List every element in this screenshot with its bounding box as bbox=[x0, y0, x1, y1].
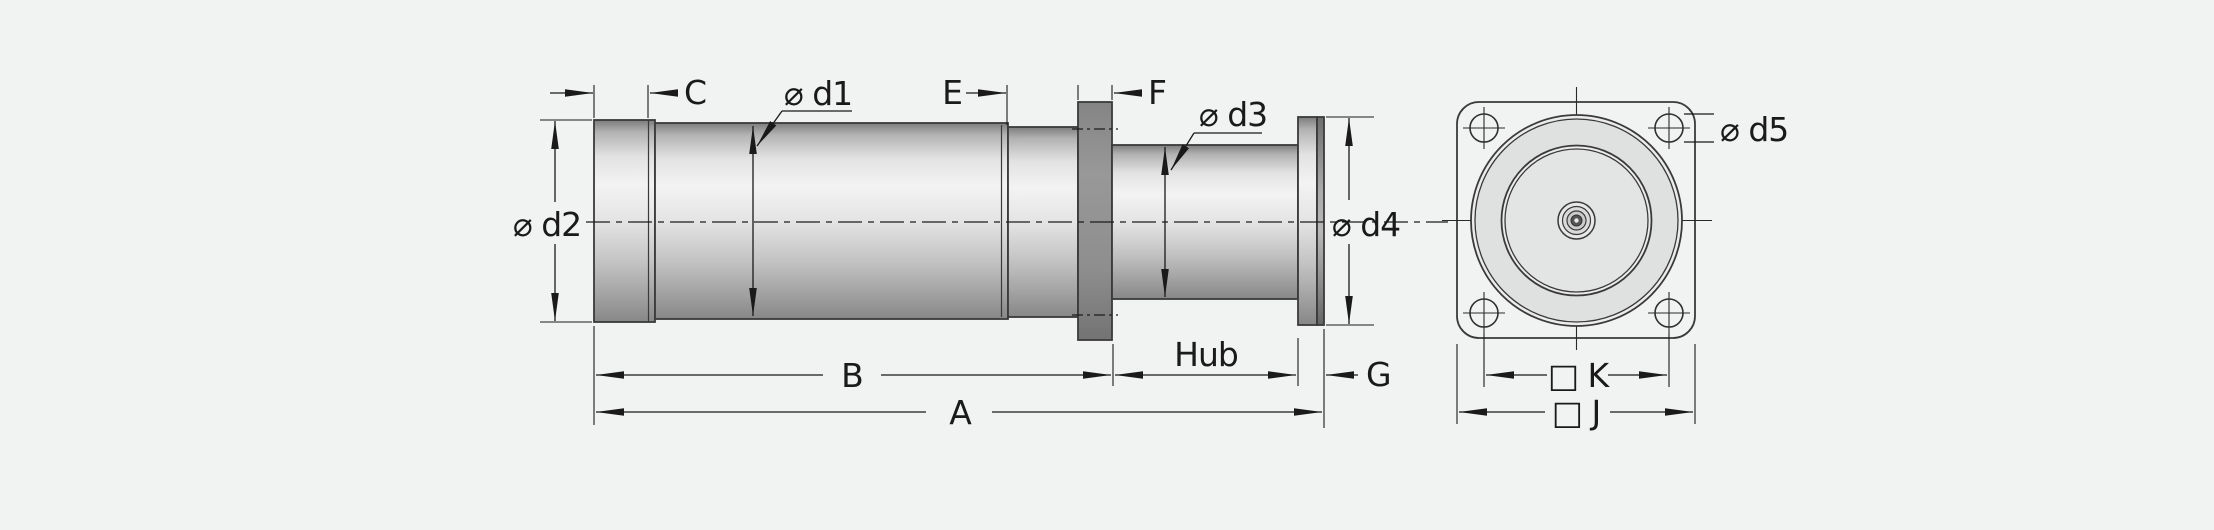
cylinder-body-tube bbox=[654, 122, 1009, 320]
mid-flange bbox=[1077, 101, 1113, 341]
dim-a-label: A bbox=[949, 393, 972, 432]
front-view: ⌀ d5 □ K □ J bbox=[1442, 87, 1789, 432]
dim-d3: ⌀ d3 bbox=[1161, 95, 1268, 297]
dim-k-label: □ K bbox=[1548, 356, 1611, 395]
dim-d2-label: ⌀ d2 bbox=[513, 205, 581, 244]
dim-d3-label: ⌀ d3 bbox=[1199, 95, 1267, 134]
end-flange-edge-strip bbox=[1316, 116, 1325, 326]
dim-d1: ⌀ d1 bbox=[749, 74, 853, 316]
side-view: C E F ⌀ d1 ⌀ d2 ⌀ d3 bbox=[513, 73, 1448, 432]
dim-e: E bbox=[942, 73, 1006, 112]
bolt-hole-top-left bbox=[1463, 107, 1505, 149]
dim-k: □ K bbox=[1483, 334, 1670, 395]
end-flange bbox=[1297, 116, 1318, 326]
dim-d5: ⌀ d5 bbox=[1684, 110, 1789, 149]
center-fitting-highlight bbox=[1574, 218, 1579, 223]
bolt-hole-bottom-right bbox=[1648, 292, 1690, 334]
dim-d5-label: ⌀ d5 bbox=[1720, 110, 1788, 149]
dim-g: G bbox=[1326, 355, 1392, 394]
cylinder-end-cap bbox=[593, 119, 656, 323]
dim-f: F bbox=[1114, 73, 1167, 112]
dim-j-label: □ J bbox=[1552, 393, 1600, 432]
dim-e-label: E bbox=[942, 73, 962, 112]
dim-hub: Hub bbox=[1115, 335, 1296, 379]
dim-hub-label: Hub bbox=[1174, 335, 1238, 374]
bolt-hole-bottom-left bbox=[1463, 292, 1505, 334]
dim-d1-label: ⌀ d1 bbox=[784, 74, 852, 113]
dim-g-label: G bbox=[1366, 355, 1391, 394]
dim-a: A bbox=[596, 393, 1322, 432]
dim-c: C bbox=[550, 73, 707, 112]
dim-b: B bbox=[596, 356, 1111, 395]
dim-d4-label: ⌀ d4 bbox=[1332, 205, 1400, 244]
dim-d3-leader-arrow bbox=[1170, 132, 1195, 171]
dim-j: □ J bbox=[1456, 344, 1696, 432]
dim-d2: ⌀ d2 bbox=[513, 121, 582, 321]
dim-d1-leader-arrow bbox=[756, 110, 783, 147]
dim-c-label: C bbox=[684, 73, 706, 112]
bolt-hole-top-right bbox=[1648, 107, 1690, 149]
dim-f-label: F bbox=[1148, 73, 1166, 112]
dim-d4: ⌀ d4 bbox=[1332, 118, 1401, 324]
dim-b-label: B bbox=[841, 356, 863, 395]
